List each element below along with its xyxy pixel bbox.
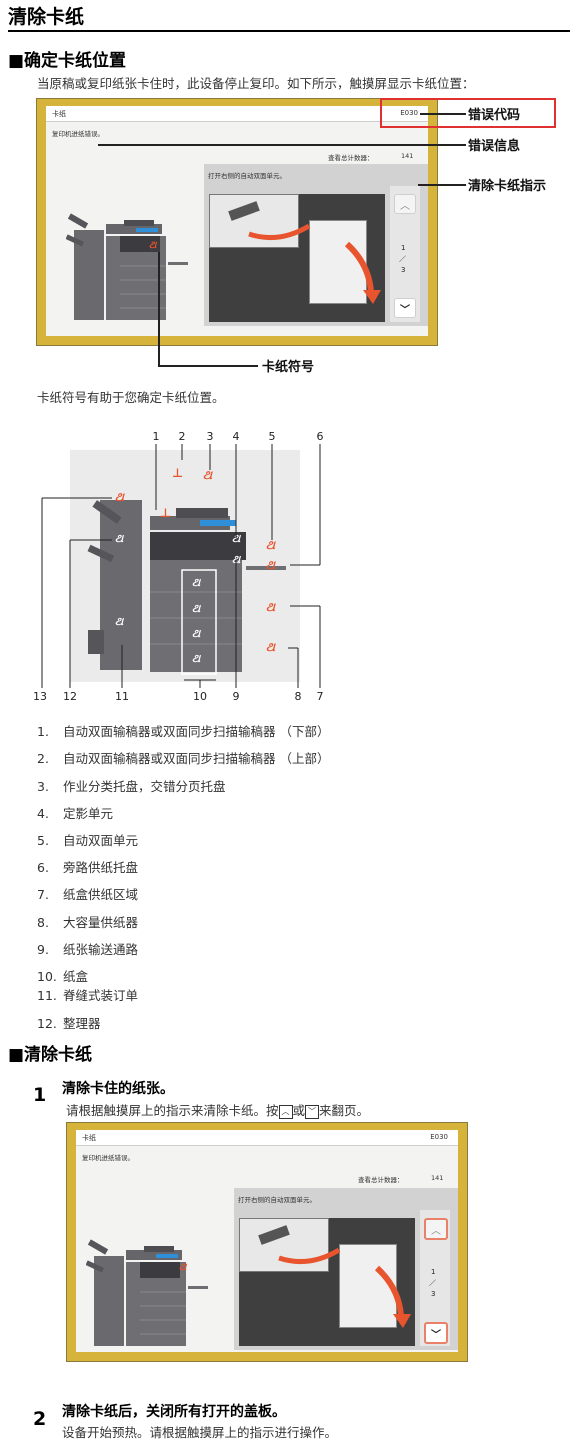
jam-symbol-10c: ଥ xyxy=(192,627,201,640)
jam-symbol-13: ଥ xyxy=(115,490,124,504)
step-number-2: 2 xyxy=(33,1408,47,1430)
instruction-text: 打开右侧的自动双面单元。 xyxy=(208,172,286,180)
section-intro: 当原稿或复印纸张卡住时，此设备停止复印。如下所示，触摸屏显示卡纸位置： xyxy=(37,76,475,91)
list-item: 4.定影单元 xyxy=(37,806,114,821)
list-item: 7.纸盒供纸区域 xyxy=(37,887,139,902)
page-title: 清除卡纸 xyxy=(8,6,85,28)
instruction-area: 打开右侧的自动双面单元。 ︿ 1 ／ 3 ﹀ xyxy=(204,164,428,326)
diagram-num-11: 11 xyxy=(115,690,129,703)
step-number-1: 1 xyxy=(33,1084,47,1106)
page-total: 3 xyxy=(431,1290,436,1298)
jam-symbol-9: ଥ xyxy=(232,553,241,566)
list-item: 12.整理器 xyxy=(37,1016,101,1031)
screen-title: 卡纸 xyxy=(52,110,66,118)
chevron-down-icon: ﹀ xyxy=(305,1104,320,1119)
page-scroller: ︿ 1 ／ 3 ﹀ xyxy=(390,186,420,322)
chevron-up-icon: ︿ xyxy=(278,1104,293,1119)
diagram-leader-lines xyxy=(41,444,321,688)
jam-symbol-1: ⊥ xyxy=(160,506,171,520)
title-divider xyxy=(8,30,570,32)
jam-symbol-icon: ଥ xyxy=(149,240,157,251)
list-item: 8.大容量供纸器 xyxy=(37,915,139,930)
error-message: 复印机进纸错误。 xyxy=(82,1154,134,1162)
list-item: 5.自动双面单元 xyxy=(37,833,139,848)
error-code: E030 xyxy=(430,1133,448,1141)
error-message: 复印机进纸错误。 xyxy=(52,130,104,138)
diagram-num-8: 8 xyxy=(294,690,302,703)
jam-symbol-12: ଥ xyxy=(115,532,124,545)
counter-value: 141 xyxy=(401,152,414,160)
jam-symbol-6: ଥ xyxy=(266,558,275,572)
page-total: 3 xyxy=(401,266,406,274)
diagram-num-6: 6 xyxy=(316,430,324,443)
jam-symbol-11: ଥ xyxy=(115,615,124,628)
jam-symbol-10b: ଥ xyxy=(192,602,201,615)
jam-symbol-5: ଥ xyxy=(266,538,275,552)
section-heading-clear: ■清除卡纸 xyxy=(8,1045,93,1065)
diagram-num-9: 9 xyxy=(232,690,240,703)
step-title-2: 清除卡纸后，关闭所有打开的盖板。 xyxy=(62,1404,286,1420)
jam-symbol-3: ଥ xyxy=(203,468,212,482)
callout-clear-guide: 清除卡纸指示 xyxy=(468,179,547,194)
chevron-down-icon[interactable]: ﹀ xyxy=(424,1322,448,1344)
touchscreen-panel-1: 卡纸 E030 复印机进纸错误。 查看总计数器： 141 ଥ 打开右侧的自动双面… xyxy=(36,98,438,346)
error-code-highlight xyxy=(380,98,556,128)
jam-symbol-note: 卡纸符号有助于您确定卡纸位置。 xyxy=(37,390,225,405)
diagram-num-3: 3 xyxy=(206,430,214,443)
list-item: 3.作业分类托盘，交错分页托盘 xyxy=(37,779,226,794)
list-item: 2.自动双面输稿器或双面同步扫描输稿器 （上部） xyxy=(37,751,330,766)
step-desc-2: 设备开始预热。请根据触摸屏上的指示进行操作。 xyxy=(62,1425,338,1440)
list-item: 9.纸张输送通路 xyxy=(37,942,139,957)
chevron-up-icon[interactable]: ︿ xyxy=(394,194,416,214)
diagram-num-4: 4 xyxy=(232,430,240,443)
instruction-image xyxy=(239,1218,415,1346)
jam-symbol-7: ଥ xyxy=(266,600,275,614)
touchscreen-panel-2: 卡纸 E030 复印机进纸错误。 查看总计数器： 141 ଥ 打开右侧的自动双面… xyxy=(66,1122,468,1362)
step-title-1: 清除卡住的纸张。 xyxy=(62,1081,174,1097)
diagram-num-1: 1 xyxy=(152,430,160,443)
callout-error-info: 错误信息 xyxy=(468,139,521,154)
jam-symbol-icon: ଥ xyxy=(179,1262,187,1273)
instruction-image xyxy=(209,194,385,322)
machine-illustration xyxy=(86,1239,208,1346)
list-item: 1.自动双面输稿器或双面同步扫描输稿器 （下部） xyxy=(37,724,330,739)
diagram-num-13: 13 xyxy=(33,690,47,703)
counter-label: 查看总计数器： xyxy=(358,1176,404,1184)
section-heading-locate: ■确定卡纸位置 xyxy=(8,51,127,71)
page-scroller: ︿ 1 ／ 3 ﹀ xyxy=(420,1210,450,1346)
diagram-num-12: 12 xyxy=(63,690,77,703)
callout-error-code: 错误代码 xyxy=(468,108,521,123)
jam-symbol-10d: ଥ xyxy=(192,652,201,665)
diagram-num-10: 10 xyxy=(193,690,207,703)
diagram-num-2: 2 xyxy=(178,430,186,443)
error-code: E030 xyxy=(400,109,418,117)
instruction-text: 打开右侧的自动双面单元。 xyxy=(238,1196,316,1204)
page-number: 1 xyxy=(401,244,406,252)
list-item: 6.旁路供纸托盘 xyxy=(37,860,139,875)
machine-illustration xyxy=(66,213,188,320)
chevron-down-icon[interactable]: ﹀ xyxy=(394,298,416,318)
jam-diagram-machine xyxy=(87,500,286,675)
diagram-num-5: 5 xyxy=(268,430,276,443)
chevron-up-icon[interactable]: ︿ xyxy=(424,1218,448,1240)
counter-value: 141 xyxy=(431,1174,444,1182)
list-item: 10.纸盒 xyxy=(37,969,89,984)
list-item: 11.脊缝式装订单 xyxy=(37,988,139,1003)
callout-jam-symbol: 卡纸符号 xyxy=(262,360,315,375)
jam-symbol-8: ଥ xyxy=(266,640,275,654)
jam-symbol-4: ଥ xyxy=(232,532,241,545)
screen-title: 卡纸 xyxy=(82,1134,96,1142)
instruction-area: 打开右侧的自动双面单元。 ︿ 1 ／ 3 ﹀ xyxy=(234,1188,458,1350)
step-desc-1: 请根据触摸屏上的指示来清除卡纸。按︿或﹀来翻页。 xyxy=(66,1103,370,1119)
counter-label: 查看总计数器： xyxy=(328,154,374,162)
diagram-num-7: 7 xyxy=(316,690,324,703)
page-number: 1 xyxy=(431,1268,436,1276)
jam-symbol-10a: ଥ xyxy=(192,576,201,589)
jam-symbol-2: ⊥ xyxy=(172,466,183,480)
